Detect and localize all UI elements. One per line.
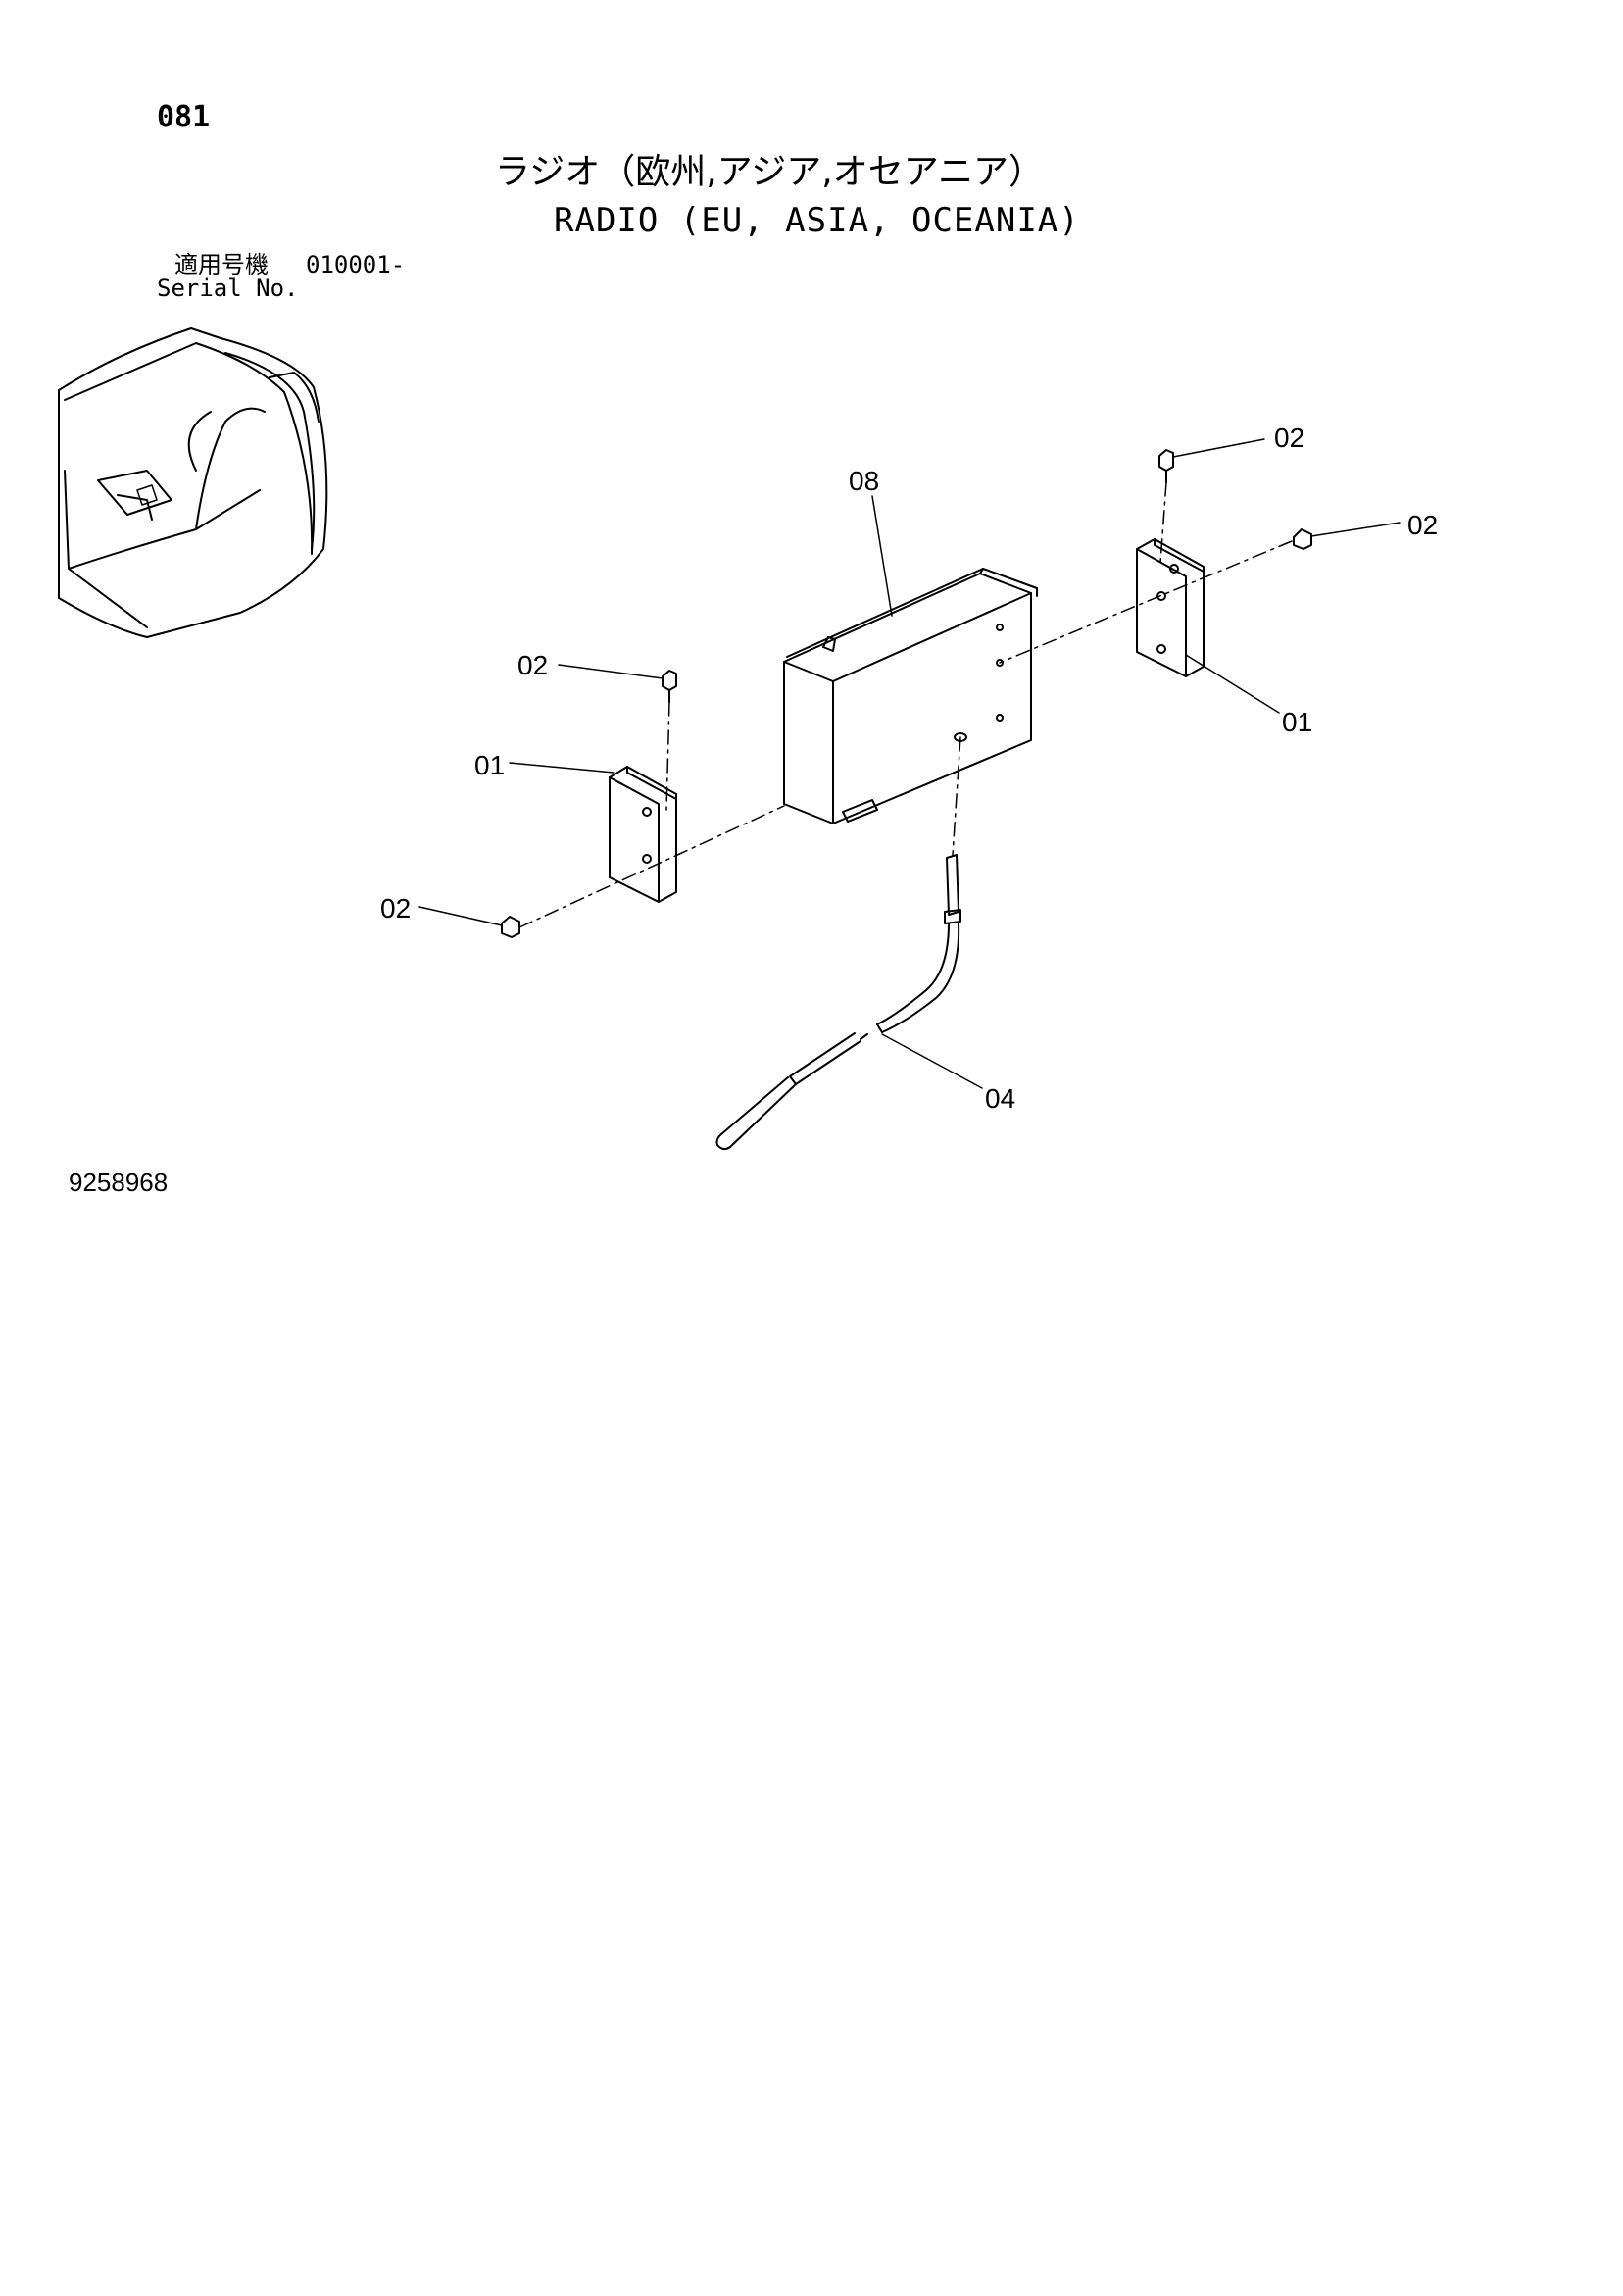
assembly-lines <box>518 481 1293 928</box>
serial-label-japanese: 適用号機 <box>174 251 269 278</box>
callout-bolt-left-bottom: 02 <box>380 893 411 923</box>
bolt-right-icon <box>1293 528 1312 550</box>
page-number: 081 <box>157 100 211 134</box>
callout-bracket-right: 01 <box>1282 707 1312 737</box>
callout-bracket-left: 01 <box>474 750 505 780</box>
serial-range: 010001- <box>306 251 406 278</box>
callout-bolt-top-right: 02 <box>1274 423 1304 453</box>
callout-bolt-left-top: 02 <box>517 650 548 680</box>
bolt-left-top-icon <box>662 670 677 703</box>
serial-label-english: Serial No. <box>157 275 299 302</box>
title-japanese: ラジオ（欧州,アジア,オセアニア） <box>495 152 1045 192</box>
bolt-left-bottom-icon <box>501 916 520 938</box>
bolt-top-right-icon <box>1158 449 1174 483</box>
drawing-number: 9258968 <box>69 1168 169 1197</box>
cab-location-thumbnail <box>58 327 328 638</box>
title-english: RADIO (EU, ASIA, OCEANIA) <box>554 201 1080 240</box>
callout-bolt-right: 02 <box>1407 510 1438 540</box>
leader-lines <box>418 438 1401 1089</box>
callout-radio-box: 08 <box>849 466 879 496</box>
callout-antenna: 04 <box>985 1083 1015 1114</box>
bracket-right <box>1136 538 1205 677</box>
radio-box <box>783 568 1038 824</box>
antenna <box>715 854 961 1151</box>
bracket-left <box>609 766 677 903</box>
